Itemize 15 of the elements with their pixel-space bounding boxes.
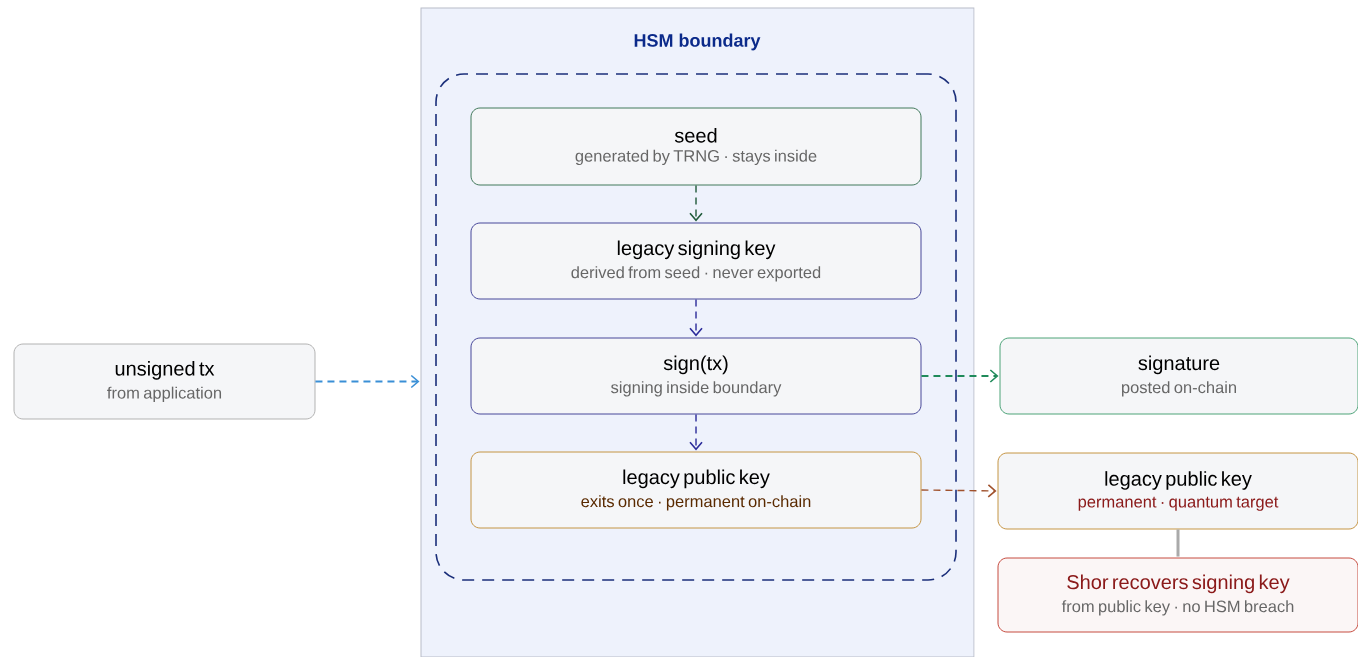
process-box: seed generated by TRNG · stays inside — [470, 107, 922, 186]
process-box: legacy signing key derived from seed · never exported — [470, 222, 922, 300]
arrow — [689, 298, 703, 337]
output-box: legacy public key permanent · quantum target — [997, 452, 1358, 530]
arrow — [689, 184, 703, 222]
arrow — [920, 484, 997, 498]
arrow — [920, 369, 999, 383]
arrow — [689, 413, 703, 451]
input-box: unsigned tx from application — [13, 343, 316, 420]
process-box: sign(tx) signing inside boundary — [470, 337, 922, 415]
boundary-frame — [435, 73, 957, 581]
arrow — [314, 374, 420, 389]
process-box: legacy public key exits once · permanent on-chain — [470, 451, 922, 529]
attack-box: Shor recovers signing key from public key · no HSM breach — [997, 557, 1358, 633]
output-box: signature posted on-chain — [999, 337, 1358, 415]
